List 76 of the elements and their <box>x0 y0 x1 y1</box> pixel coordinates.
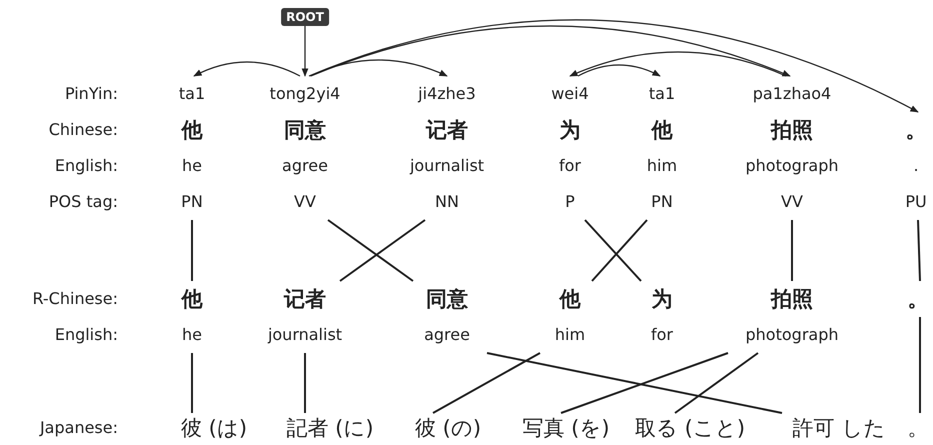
pos-tag: PN <box>646 184 678 220</box>
pos-tag: PN <box>178 184 206 220</box>
arrow <box>302 26 308 77</box>
row-header: English: <box>54 155 118 177</box>
chinese-word: 记者 <box>424 117 469 144</box>
english-gloss: him <box>646 155 678 177</box>
chinese-word: 。 <box>908 286 928 313</box>
row-header: Chinese: <box>48 119 118 141</box>
japanese-word: 彼 (は) <box>180 413 248 443</box>
english-gloss: agree <box>424 324 470 346</box>
dependency-arc <box>578 64 661 77</box>
alignment-line <box>432 352 540 414</box>
alignment-line <box>191 220 193 281</box>
pinyin-word: pa1zhao4 <box>752 83 832 105</box>
pinyin-word: ji4zhe3 <box>416 83 477 105</box>
pinyin-word: ta1 <box>648 83 676 105</box>
row-header: Japanese: <box>40 417 118 439</box>
pinyin-word: tong2yi4 <box>270 83 340 105</box>
pinyin-word: ta1 <box>178 83 206 105</box>
english-gloss: journalist <box>410 155 484 177</box>
english-gloss: photograph <box>746 155 838 177</box>
japanese-word: 。 <box>908 413 928 443</box>
alignment-line <box>919 317 921 413</box>
english-gloss: him <box>554 324 586 346</box>
pos-tag: PU <box>905 184 927 220</box>
chinese-word: 他 <box>558 286 582 313</box>
dependency-arc <box>193 61 300 77</box>
pos-tag: VV <box>270 184 340 220</box>
pos-tag: NN <box>410 184 484 220</box>
alignment-line <box>917 220 921 282</box>
chinese-word: 他 <box>180 117 204 144</box>
alignment-line <box>674 352 759 414</box>
row-header: POS tag: <box>48 191 118 213</box>
pinyin-word: wei4 <box>551 83 589 105</box>
alignment-line <box>591 219 648 282</box>
row-header: PinYin: <box>64 83 118 105</box>
japanese-word: 許可 した <box>792 413 886 443</box>
japanese-word: 彼 (の) <box>414 413 482 443</box>
japanese-word: 記者 (に) <box>286 413 374 443</box>
chinese-word: 为 <box>651 286 673 313</box>
english-gloss: for <box>558 155 582 177</box>
chinese-word: 同意 <box>425 286 469 313</box>
row-header: R-Chinese: <box>32 288 118 310</box>
pos-tag: VV <box>746 184 838 220</box>
chinese-word: 同意 <box>283 117 327 144</box>
dependency-arc <box>310 26 791 77</box>
alignment-line <box>327 219 414 282</box>
alignment-line <box>584 219 642 282</box>
alignment-line <box>191 353 193 413</box>
chinese-word: 他 <box>650 117 674 144</box>
chinese-word: 他 <box>182 286 202 313</box>
chinese-word: 拍照 <box>770 286 814 313</box>
dependency-arc <box>308 20 919 113</box>
english-punctuation: . <box>912 155 920 177</box>
alignment-line <box>339 219 426 282</box>
japanese-word: 取る (こと) <box>634 413 746 443</box>
japanese-word: 写真 (を) <box>522 413 610 443</box>
chinese-punctuation: 。 <box>905 117 927 144</box>
english-gloss: for <box>651 324 673 346</box>
alignment-line <box>304 353 306 413</box>
dependency-arc <box>569 51 786 77</box>
english-gloss: he <box>182 324 202 346</box>
alignment-line <box>486 352 782 414</box>
english-gloss: photograph <box>746 324 838 346</box>
alignment-line <box>560 352 728 414</box>
english-gloss: he <box>181 155 203 177</box>
dependency-arc <box>310 59 448 77</box>
chinese-word: 为 <box>558 117 582 144</box>
pos-tag: P <box>551 184 589 220</box>
row-header: English: <box>54 324 118 346</box>
english-gloss: journalist <box>268 324 342 346</box>
alignment-line <box>791 220 793 281</box>
chinese-word: 记者 <box>282 286 327 313</box>
root-badge: ROOT <box>281 8 329 26</box>
english-gloss: agree <box>281 155 329 177</box>
chinese-word: 拍照 <box>770 117 814 144</box>
